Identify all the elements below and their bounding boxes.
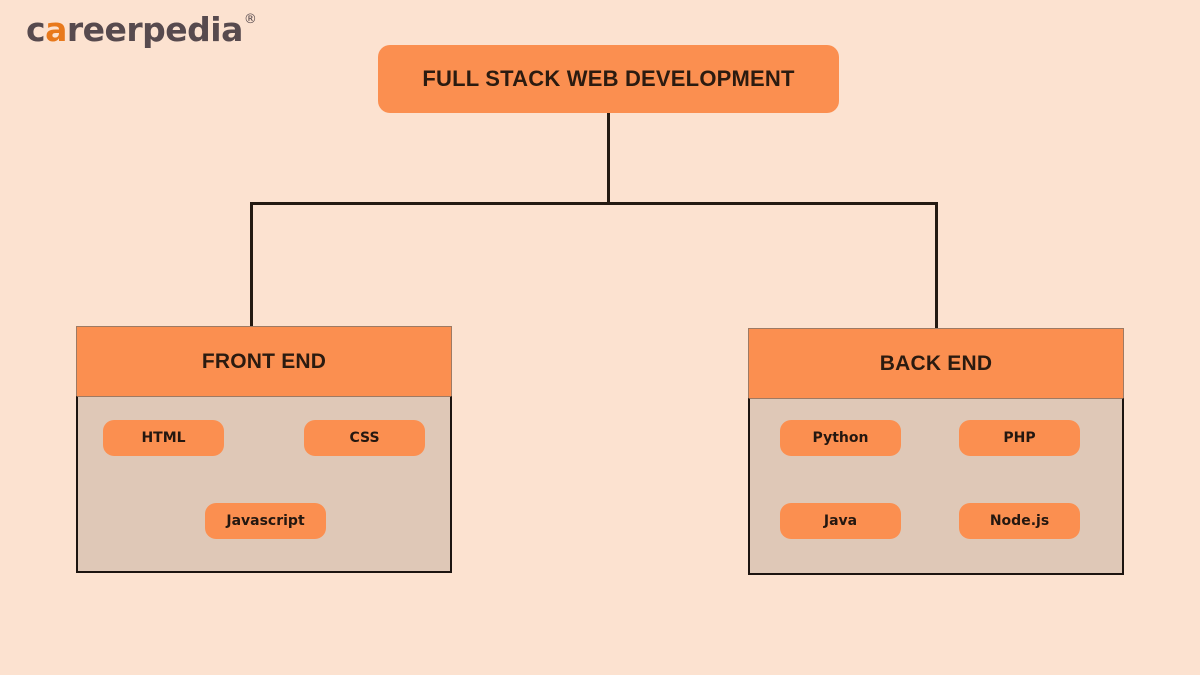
- careerpedia-logo: careerpedia ®: [26, 8, 257, 52]
- logo-text-prefix: c: [26, 10, 46, 49]
- root-node-label: FULL STACK WEB DEVELOPMENT: [422, 66, 795, 91]
- tech-pill-nodejs[interactable]: Node.js: [959, 503, 1080, 539]
- tech-pill-java[interactable]: Java: [780, 503, 901, 539]
- panel-back-end-body: Python PHP Java Node.js: [748, 398, 1124, 575]
- logo-accent-letter: a: [45, 10, 67, 49]
- tech-pill-javascript[interactable]: Javascript: [205, 503, 326, 539]
- panel-back-end-title: BACK END: [879, 351, 993, 375]
- tech-pill-php[interactable]: PHP: [959, 420, 1080, 456]
- tech-pill-label: Node.js: [989, 513, 1050, 529]
- panel-front-end-title: FRONT END: [201, 349, 327, 373]
- logo-wordmark: careerpedia: [26, 8, 243, 52]
- connector-root-vertical: [607, 113, 610, 205]
- tech-pill-label: HTML: [141, 430, 186, 446]
- tech-pill-label: Java: [823, 513, 858, 529]
- connector-frontend-vertical: [250, 202, 253, 328]
- tech-pill-css[interactable]: CSS: [304, 420, 425, 456]
- panel-front-end-header[interactable]: FRONT END: [76, 326, 452, 396]
- tech-pill-html[interactable]: HTML: [103, 420, 224, 456]
- tech-pill-label: PHP: [1003, 430, 1036, 446]
- panel-back-end-header[interactable]: BACK END: [748, 328, 1124, 398]
- logo-text-suffix: reerpedia: [66, 10, 244, 49]
- panel-front-end: FRONT END HTML CSS Javascript: [76, 326, 452, 573]
- connector-horizontal-bus: [250, 202, 938, 205]
- tech-pill-label: Javascript: [226, 513, 305, 529]
- panel-back-end: BACK END Python PHP Java Node.js: [748, 328, 1124, 575]
- panel-front-end-body: HTML CSS Javascript: [76, 396, 452, 573]
- registered-trademark-icon: ®: [243, 12, 257, 27]
- root-node-full-stack-web-development[interactable]: FULL STACK WEB DEVELOPMENT: [378, 45, 839, 113]
- tech-pill-label: CSS: [349, 430, 380, 446]
- tech-pill-python[interactable]: Python: [780, 420, 901, 456]
- tech-pill-label: Python: [812, 430, 869, 446]
- connector-backend-vertical: [935, 202, 938, 330]
